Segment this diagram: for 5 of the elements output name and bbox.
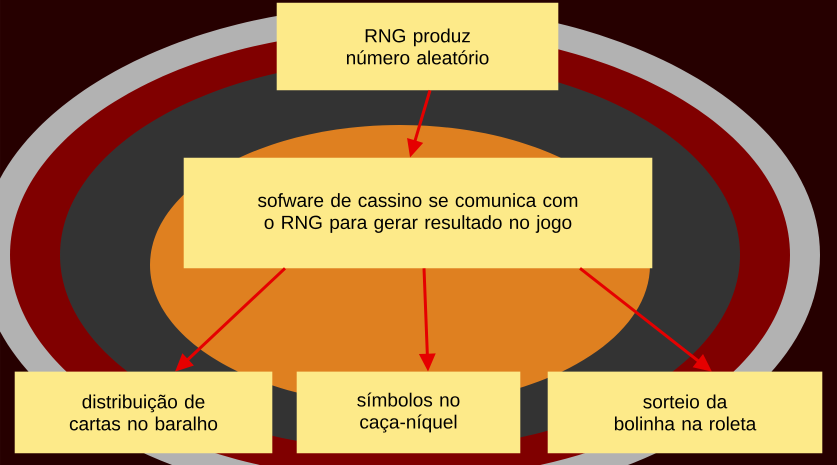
text-box: sorteio da bolinha na roleta — [548, 372, 822, 454]
text-box: sofware de cassino se comunica com o RNG para gerar resultado no jogo — [184, 158, 652, 268]
text-box: distribuição de cartas no baralho — [14, 372, 272, 454]
text-box: RNG produz número aleatório — [276, 2, 558, 90]
text-box: símbolos no caça-níquel — [296, 372, 520, 454]
